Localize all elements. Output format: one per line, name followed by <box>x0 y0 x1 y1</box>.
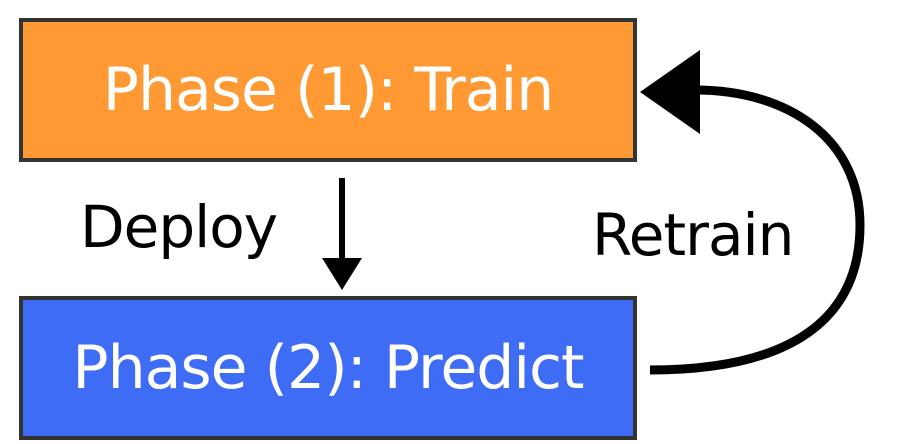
deploy-label: Deploy <box>80 193 278 261</box>
retrain-arrow <box>640 50 865 375</box>
retrain-arrow-curve <box>649 85 865 375</box>
deploy-arrow <box>322 178 362 290</box>
phase-predict-node: Phase (2): Predict <box>19 296 637 440</box>
deploy-arrow-head <box>322 258 362 290</box>
phase-train-node: Phase (1): Train <box>19 18 637 162</box>
retrain-arrow-head <box>640 50 700 134</box>
phase-predict-label: Phase (2): Predict <box>72 333 584 403</box>
phase-train-label: Phase (1): Train <box>102 55 554 125</box>
retrain-label: Retrain <box>592 201 794 269</box>
